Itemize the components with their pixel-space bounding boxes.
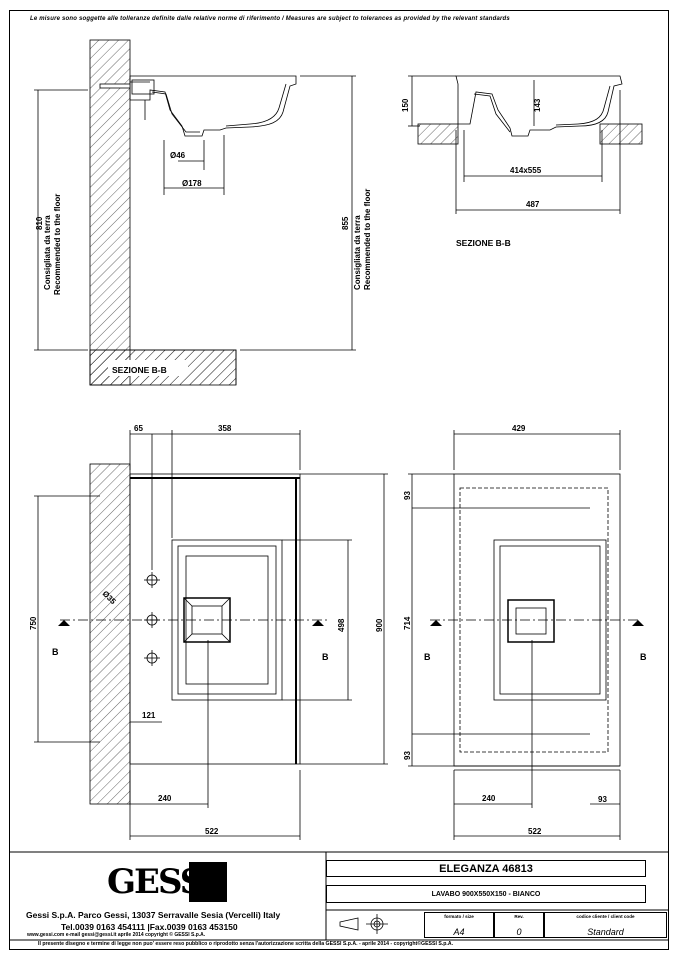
cut-marker-2: B [322, 652, 329, 662]
code-cell: codice cliente / client code Standard [544, 912, 667, 938]
legal-footer: Il presente disegno e termine di legge n… [38, 941, 454, 947]
dim-522-left: 522 [205, 827, 219, 836]
dim-178: Ø178 [182, 179, 202, 188]
tolerance-note: Le misure sono soggette alle tolleranze … [30, 16, 510, 22]
cut-marker-3: B [424, 652, 431, 662]
dim-750: 750 [29, 616, 38, 630]
product-title: ELEGANZA 46813 [326, 860, 646, 877]
rev-label: Rev. [514, 914, 524, 919]
wall-plan [89, 463, 131, 805]
company-web: www.gessi.com e-mail gessi@gessi.it apri… [27, 932, 206, 938]
dim-93-bottom: 93 [403, 751, 412, 760]
dim-414x555: 414x555 [510, 166, 542, 175]
dim-65: 65 [134, 424, 143, 433]
company-address: Gessi S.p.A. Parco Gessi, 13037 Serraval… [26, 910, 281, 920]
format-value: A4 [453, 927, 465, 937]
dim-810: 810 [35, 216, 44, 230]
floor-note-1-left: Consigliata da terra [43, 215, 52, 290]
format-cell: formato / size A4 [424, 912, 494, 938]
section-label-left: SEZIONE B-B [112, 365, 167, 375]
rev-value: 0 [516, 927, 522, 937]
dim-143: 143 [533, 98, 542, 112]
dim-522-right: 522 [528, 827, 542, 836]
drawing-frame [9, 10, 669, 950]
code-value: Standard [587, 927, 624, 937]
basin-profile [129, 75, 297, 137]
cut-arrow-left [58, 620, 70, 626]
cut-marker-4: B [640, 652, 647, 662]
dim-46: Ø46 [170, 151, 186, 160]
dim-93-top: 93 [403, 491, 412, 500]
floor-note-2-left: Recommended to the floor [53, 194, 62, 295]
code-label: codice cliente / client code [576, 914, 635, 919]
cut-marker-1: B [52, 647, 59, 657]
product-description: LAVABO 900X550X150 - BIANCO [326, 885, 646, 903]
dim-900: 900 [375, 618, 384, 632]
projection-symbol [339, 914, 388, 934]
dim-240-right: 240 [482, 794, 496, 803]
company-phone: Tel.0039 0163 454111 |Fax.0039 0163 4531… [61, 922, 238, 932]
basin-section-right [455, 75, 623, 137]
gessi-logo: GESSI [107, 862, 227, 902]
dim-240-left: 240 [158, 794, 172, 803]
dim-121: 121 [142, 711, 156, 720]
dim-150: 150 [401, 98, 410, 112]
dim-855: 855 [341, 216, 350, 230]
dim-358: 358 [218, 424, 232, 433]
wall-section [89, 39, 131, 386]
dim-498: 498 [337, 618, 346, 632]
floor-note-1-right: Consigliata da terra [353, 215, 362, 290]
rev-cell: Rev. 0 [494, 912, 544, 938]
format-label: formato / size [444, 914, 474, 919]
dim-487: 487 [526, 200, 540, 209]
dim-714: 714 [403, 616, 412, 630]
dim-93-right: 93 [598, 795, 607, 804]
floor-note-2-right: Recommended to the floor [363, 189, 372, 290]
dim-429: 429 [512, 424, 526, 433]
section-label-right: SEZIONE B-B [456, 238, 511, 248]
basin-outline-left [129, 473, 301, 765]
